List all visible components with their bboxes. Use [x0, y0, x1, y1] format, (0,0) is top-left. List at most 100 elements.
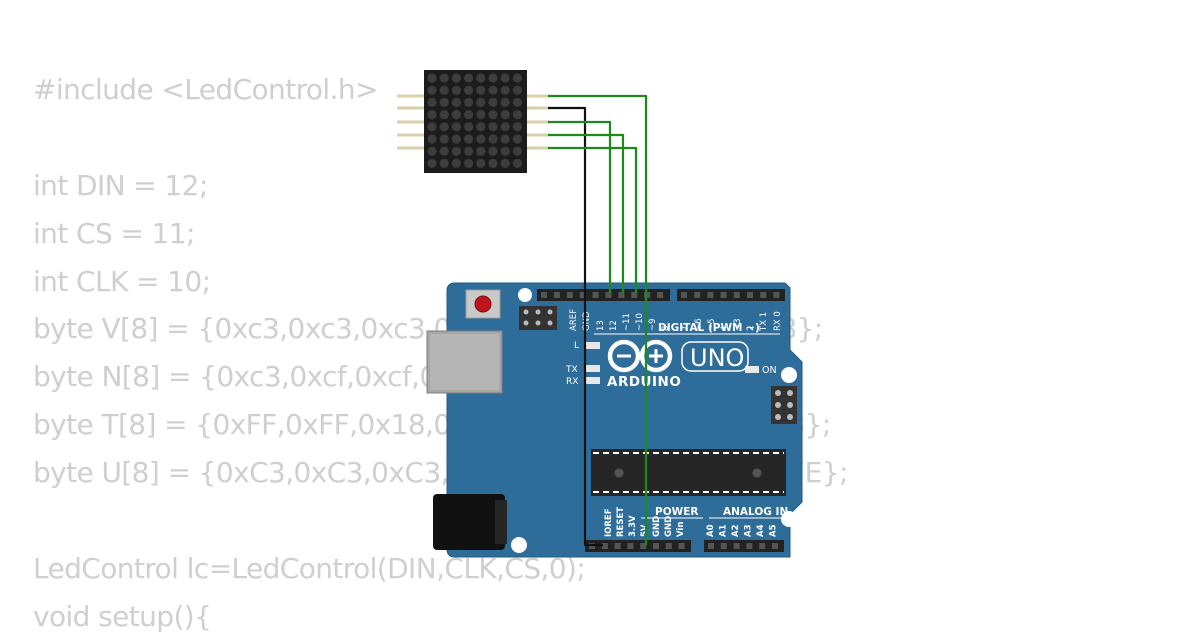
- analog-pin-label: A3: [744, 524, 754, 537]
- pin-hole[interactable]: [747, 292, 753, 298]
- pin-hole[interactable]: [708, 543, 714, 549]
- pin-hole[interactable]: [579, 292, 586, 298]
- power-label: POWER: [655, 506, 698, 518]
- pin-hole[interactable]: [665, 543, 672, 549]
- matrix-led: [427, 134, 437, 144]
- matrix-led: [439, 122, 449, 132]
- pin-hole[interactable]: [605, 292, 612, 298]
- arduino-brand: ARDUINO: [607, 374, 681, 390]
- matrix-led: [500, 110, 510, 120]
- pin-hole[interactable]: [773, 292, 780, 298]
- matrix-led: [464, 85, 474, 95]
- svg-text:TX: TX: [565, 365, 578, 375]
- wire-cs[interactable]: [548, 133, 625, 293]
- wire-clk[interactable]: [548, 146, 638, 293]
- pin-hole[interactable]: [644, 292, 651, 298]
- matrix-pin[interactable]: [397, 106, 425, 110]
- dc-power-jack[interactable]: [433, 494, 507, 550]
- matrix-led: [512, 146, 523, 156]
- digital-pin-label: GND: [582, 311, 592, 331]
- matrix-body: [424, 70, 527, 173]
- wire-vcc[interactable]: [548, 94, 648, 545]
- led-on: ON: [745, 365, 777, 376]
- matrix-led: [439, 158, 449, 168]
- digital-pin-label: 13: [596, 320, 606, 331]
- pin-hole[interactable]: [772, 543, 778, 549]
- matrix-led: [476, 97, 486, 107]
- pin-hole[interactable]: [694, 292, 701, 298]
- matrix-led: [439, 97, 449, 107]
- pin-hole[interactable]: [707, 292, 714, 298]
- matrix-pin[interactable]: [526, 133, 550, 137]
- pin-hole[interactable]: [653, 543, 659, 549]
- pin-hole[interactable]: [760, 292, 767, 298]
- matrix-led: [476, 110, 486, 120]
- digital-pin-label: 7: [681, 326, 691, 331]
- pin-hole[interactable]: [541, 292, 547, 298]
- matrix-led: [512, 97, 523, 107]
- digital-header-right: [677, 289, 785, 301]
- pin-hole[interactable]: [733, 543, 740, 549]
- power-pin-label: GND: [652, 516, 662, 537]
- pin-hole[interactable]: [678, 543, 685, 549]
- pin-hole[interactable]: [733, 292, 740, 298]
- matrix-led: [488, 134, 498, 144]
- digital-pin-label: ~9: [648, 318, 658, 331]
- matrix-pin[interactable]: [526, 120, 550, 124]
- pin-hole[interactable]: [681, 292, 687, 298]
- matrix-pin[interactable]: [526, 94, 550, 98]
- wire-gnd[interactable]: [548, 106, 603, 547]
- pin-hole[interactable]: [746, 543, 753, 549]
- analog-pin-label: A0: [706, 524, 716, 537]
- reset-button[interactable]: [465, 289, 501, 319]
- matrix-led: [464, 134, 474, 144]
- usb-b-port[interactable]: [426, 330, 503, 394]
- digital-pin-label: ~6: [694, 318, 704, 331]
- pin-hole[interactable]: [566, 292, 573, 298]
- matrix-led: [488, 85, 498, 95]
- led-tx: TX: [565, 365, 600, 375]
- pin-hole[interactable]: [592, 292, 599, 298]
- pin-hole[interactable]: [601, 543, 608, 549]
- pin-hole[interactable]: [618, 292, 625, 298]
- matrix-pin[interactable]: [397, 133, 425, 137]
- led-matrix-module[interactable]: [397, 70, 550, 173]
- code-line: int CS = 11;: [33, 216, 195, 250]
- matrix-pin[interactable]: [526, 106, 550, 110]
- wire-din[interactable]: [548, 120, 612, 293]
- matrix-led: [439, 134, 449, 144]
- pin-hole[interactable]: [720, 292, 727, 298]
- pin-hole[interactable]: [614, 543, 621, 549]
- analog-pin-label: A2: [731, 524, 741, 537]
- matrix-pin[interactable]: [397, 94, 425, 98]
- atmega-chip: [591, 449, 786, 496]
- matrix-led: [500, 146, 510, 156]
- matrix-led: [427, 158, 437, 168]
- matrix-pin[interactable]: [526, 146, 550, 150]
- matrix-led: [427, 85, 437, 95]
- digital-pin-label: 12: [609, 320, 619, 331]
- pin-hole[interactable]: [640, 543, 647, 549]
- matrix-led: [439, 85, 449, 95]
- pin-hole[interactable]: [657, 292, 664, 298]
- power-pin-label: Vin: [676, 522, 686, 537]
- matrix-led: [512, 110, 523, 120]
- power-pin-label: GND: [664, 516, 674, 537]
- arduino-logo-icon: [607, 339, 673, 373]
- pin-hole[interactable]: [627, 543, 634, 549]
- analog-label: ANALOG IN: [723, 506, 788, 518]
- digital-pin-label: ~11: [622, 313, 632, 331]
- pin-hole[interactable]: [553, 292, 560, 298]
- matrix-pin[interactable]: [397, 120, 425, 124]
- digital-pin-label: 8: [661, 326, 671, 331]
- mounting-hole: [781, 367, 797, 383]
- analog-pin-label: A5: [769, 524, 779, 537]
- digital-pin-holes: [541, 292, 780, 298]
- pin-hole[interactable]: [631, 292, 638, 298]
- pin-hole[interactable]: [720, 543, 727, 549]
- pin-hole[interactable]: [759, 543, 766, 549]
- matrix-led: [512, 158, 523, 168]
- matrix-pin[interactable]: [397, 146, 425, 150]
- led-l: L: [574, 341, 600, 351]
